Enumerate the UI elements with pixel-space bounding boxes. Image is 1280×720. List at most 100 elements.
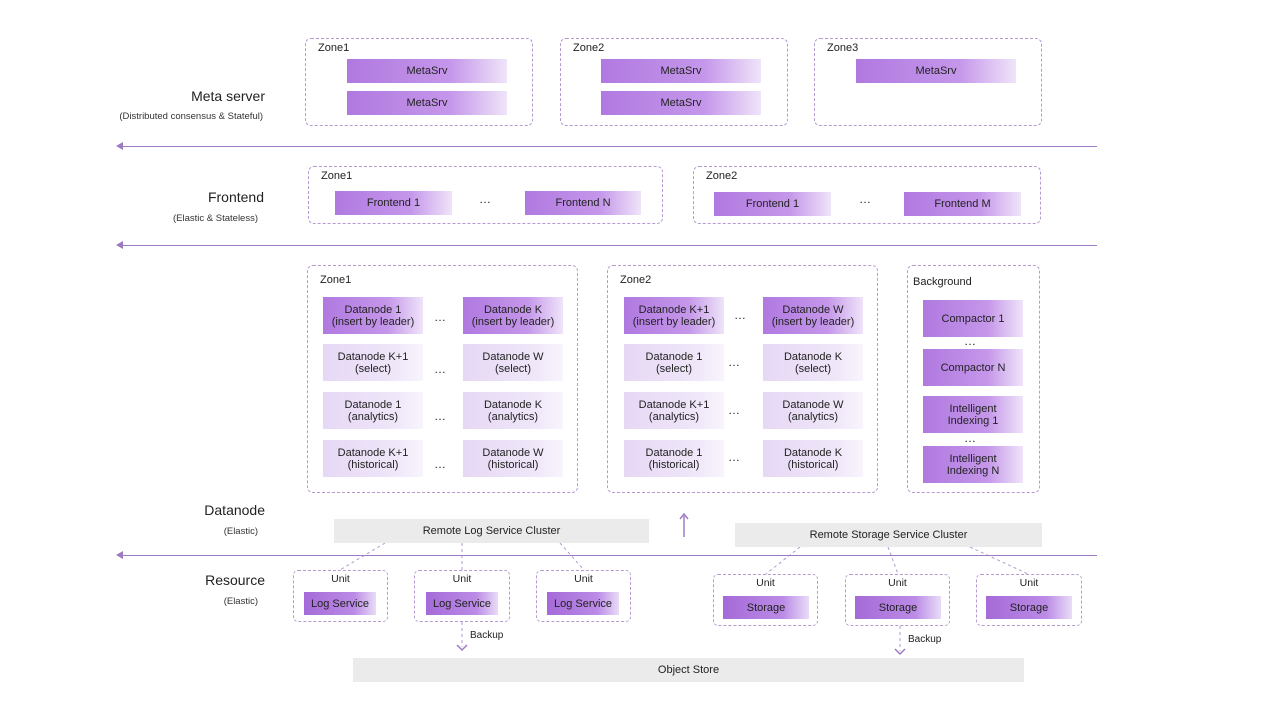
metasrv-node[interactable]: MetaSrv (856, 59, 1016, 83)
datanode-box[interactable]: Datanode W (insert by leader) (763, 297, 863, 334)
metasrv-node[interactable]: MetaSrv (347, 91, 507, 115)
ellipsis: … (479, 192, 492, 206)
frontend-node[interactable]: Frontend 1 (714, 192, 831, 216)
log-service-box[interactable]: Log Service (304, 592, 376, 615)
ellipsis: … (728, 450, 741, 464)
storage-box[interactable]: Storage (723, 596, 809, 619)
storage-box[interactable]: Storage (855, 596, 941, 619)
metasrv-node[interactable]: MetaSrv (601, 91, 761, 115)
datanode-box[interactable]: Datanode W (analytics) (763, 392, 863, 429)
metasrv-node[interactable]: MetaSrv (347, 59, 507, 83)
log-unit: Unit Log Service (414, 570, 510, 622)
datanode-zone-2: Zone2 Datanode K+1 (insert by leader) … … (607, 265, 878, 493)
log-service-box[interactable]: Log Service (547, 592, 619, 615)
datanode-zone-1: Zone1 Datanode 1 (insert by leader) … Da… (307, 265, 578, 493)
storage-backup-arrowhead (894, 648, 906, 656)
compactor-box[interactable]: Compactor 1 (923, 300, 1023, 337)
ellipsis: … (728, 355, 741, 369)
datanode-box[interactable]: Datanode 1 (analytics) (323, 392, 423, 429)
meta-zone-3: Zone3 MetaSrv (814, 38, 1042, 126)
indexing-box[interactable]: Intelligent Indexing N (923, 446, 1023, 483)
zone-label: Zone1 (318, 42, 350, 54)
indexing-box[interactable]: Intelligent Indexing 1 (923, 396, 1023, 433)
datanode-box[interactable]: Datanode W (select) (463, 344, 563, 381)
storage-unit: Unit Storage (976, 574, 1082, 626)
unit-label: Unit (888, 577, 907, 589)
storage-unit: Unit Storage (713, 574, 818, 626)
ellipsis: … (728, 403, 741, 417)
frontend-node[interactable]: Frontend 1 (335, 191, 452, 215)
zone-label: Zone2 (620, 274, 652, 286)
storage-connector-3 (969, 546, 1029, 575)
meta-server-title: Meta server (191, 88, 265, 104)
ellipsis: … (964, 334, 977, 348)
datanode-box[interactable]: Datanode 1 (historical) (624, 440, 724, 477)
ellipsis: … (734, 308, 747, 322)
log-connector-1 (339, 542, 386, 571)
datanode-box[interactable]: Datanode K (insert by leader) (463, 297, 563, 334)
datanode-box[interactable]: Datanode K+1 (select) (323, 344, 423, 381)
log-service-box[interactable]: Log Service (426, 592, 498, 615)
remote-log-cluster[interactable]: Remote Log Service Cluster (334, 519, 649, 543)
datanode-box[interactable]: Datanode K (select) (763, 344, 863, 381)
datanode-box[interactable]: Datanode 1 (select) (624, 344, 724, 381)
zone-label: Zone3 (827, 42, 859, 54)
compactor-box[interactable]: Compactor N (923, 349, 1023, 386)
meta-zone-2: Zone2 MetaSrv MetaSrv (560, 38, 788, 126)
frontend-zone-1: Zone1 Frontend 1 … Frontend N (308, 166, 663, 224)
datanode-layer-arrowhead (116, 551, 123, 559)
ellipsis: … (964, 431, 977, 445)
zone-label: Zone1 (320, 274, 352, 286)
unit-label: Unit (756, 577, 775, 589)
ellipsis: … (859, 192, 872, 206)
datanode-box[interactable]: Datanode K+1 (insert by leader) (624, 297, 724, 334)
zone-label: Zone1 (321, 170, 353, 182)
zone-label: Zone2 (706, 170, 738, 182)
remote-storage-cluster[interactable]: Remote Storage Service Cluster (735, 523, 1042, 547)
background-label: Background (913, 276, 972, 288)
datanode-box[interactable]: Datanode 1 (insert by leader) (323, 297, 423, 334)
unit-label: Unit (1019, 577, 1039, 589)
datanode-layer-line (118, 555, 1097, 556)
unit-label: Unit (574, 573, 593, 585)
zone-label: Zone2 (573, 42, 605, 54)
resource-title: Resource (205, 572, 265, 588)
storage-box[interactable]: Storage (986, 596, 1072, 619)
frontend-title: Frontend (207, 189, 264, 205)
object-store[interactable]: Object Store (353, 658, 1024, 682)
unit-label: Unit (452, 573, 472, 585)
unit-label: Unit (331, 573, 350, 585)
frontend-layer-arrowhead (116, 241, 123, 249)
frontend-subtitle: (Elastic & Stateless) (173, 213, 258, 224)
up-arrow-head (679, 512, 689, 520)
ellipsis: … (434, 362, 447, 376)
frontend-node[interactable]: Frontend N (525, 191, 641, 215)
datanode-box[interactable]: Datanode K+1 (historical) (323, 440, 423, 477)
log-backup-label: Backup (470, 630, 504, 641)
frontend-node[interactable]: Frontend M (904, 192, 1021, 216)
meta-layer-arrowhead (116, 142, 123, 150)
resource-subtitle: (Elastic) (223, 596, 258, 607)
datanode-box[interactable]: Datanode K (historical) (763, 440, 863, 477)
datanode-box[interactable]: Datanode K (analytics) (463, 392, 563, 429)
frontend-layer-line (118, 245, 1097, 246)
log-connector-3 (559, 542, 585, 571)
storage-connector-2 (887, 546, 899, 575)
log-backup-arrowhead (456, 644, 468, 652)
storage-unit: Unit Storage (845, 574, 950, 626)
frontend-zone-2: Zone2 Frontend 1 … Frontend M (693, 166, 1041, 224)
datanode-box[interactable]: Datanode K+1 (analytics) (624, 392, 724, 429)
ellipsis: … (434, 457, 447, 471)
storage-backup-label: Backup (908, 634, 942, 645)
ellipsis: … (434, 409, 447, 423)
storage-connector-1 (765, 546, 801, 575)
datanode-box[interactable]: Datanode W (historical) (463, 440, 563, 477)
metasrv-node[interactable]: MetaSrv (601, 59, 761, 83)
datanode-subtitle: (Elastic) (223, 526, 258, 537)
datanode-title: Datanode (204, 502, 265, 518)
ellipsis: … (434, 310, 447, 324)
background-zone: Background Compactor 1 … Compactor N Int… (907, 265, 1040, 493)
meta-server-subtitle: (Distributed consensus & Stateful) (119, 111, 263, 122)
log-unit: Unit Log Service (536, 570, 631, 622)
